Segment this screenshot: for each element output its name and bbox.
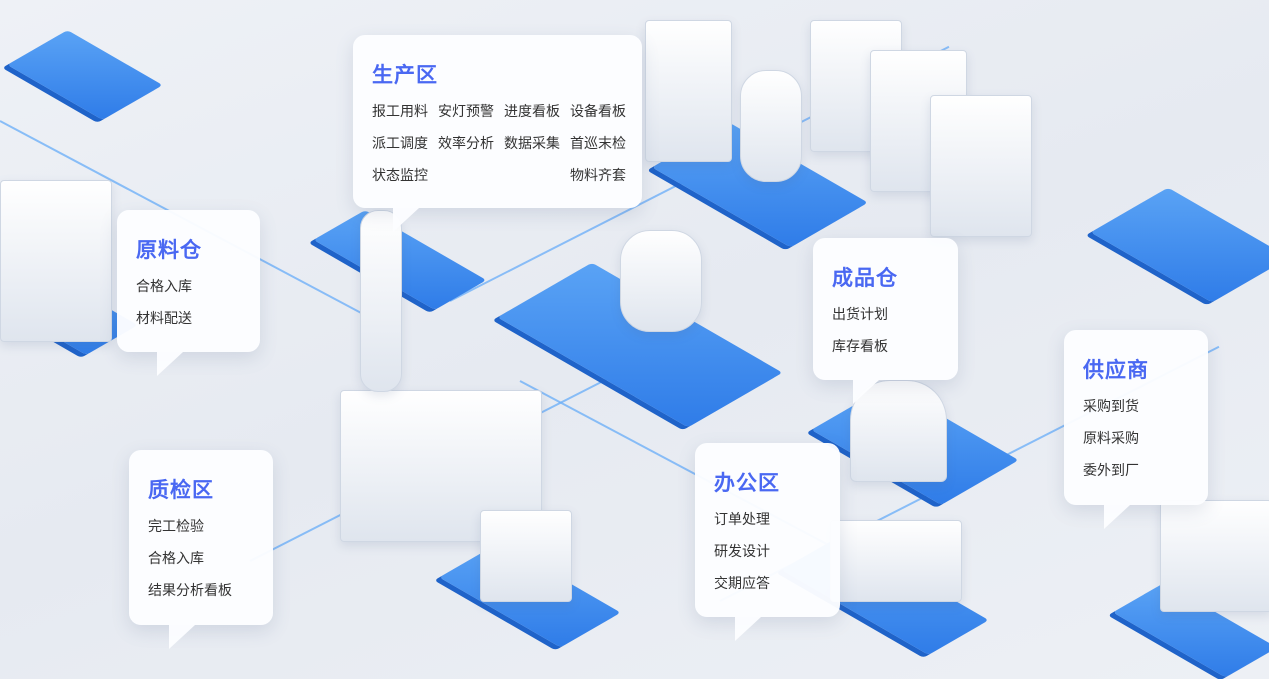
zone-title: 供应商 — [1083, 358, 1149, 382]
zone-card-production[interactable]: 生产区 报工用料 安灯预警 进度看板 设备看板 派工调度 效率分析 数据采集 首… — [353, 35, 642, 232]
menu-item[interactable]: 合格入库 — [136, 279, 192, 295]
menu-item[interactable]: 完工检验 — [148, 519, 204, 535]
zone-card-raw-warehouse[interactable]: 原料仓 合格入库 材料配送 — [117, 210, 260, 376]
zone-card-office[interactable]: 办公区 订单处理 研发设计 交期应答 — [695, 443, 840, 641]
zone-card-supplier[interactable]: 供应商 采购到货 原料采购 委外到厂 — [1064, 330, 1208, 529]
zone-title: 质检区 — [148, 478, 214, 502]
menu-item[interactable]: 派工调度 — [372, 136, 428, 152]
menu-item[interactable]: 状态监控 — [372, 168, 428, 184]
zone-title: 生产区 — [372, 63, 438, 87]
menu-item[interactable]: 原料采购 — [1083, 431, 1139, 447]
building — [480, 510, 572, 602]
menu-item[interactable]: 研发设计 — [714, 544, 770, 560]
menu-item[interactable]: 库存看板 — [832, 339, 888, 355]
empty-slot — [504, 160, 570, 192]
building — [1160, 500, 1269, 612]
zone-card-quality[interactable]: 质检区 完工检验 合格入库 结果分析看板 — [129, 450, 273, 649]
zone-title: 原料仓 — [136, 238, 202, 262]
robot-arm — [360, 210, 402, 392]
robot-arm — [740, 70, 802, 182]
menu-item[interactable]: 数据采集 — [504, 136, 560, 152]
menu-item[interactable]: 结果分析看板 — [148, 583, 232, 599]
menu-item[interactable]: 效率分析 — [438, 136, 494, 152]
menu-item[interactable]: 报工用料 — [372, 104, 428, 120]
building — [0, 180, 112, 342]
menu-item[interactable]: 设备看板 — [570, 104, 626, 120]
menu-item[interactable]: 订单处理 — [714, 512, 770, 528]
menu-item[interactable]: 物料齐套 — [570, 168, 626, 184]
building — [930, 95, 1032, 237]
menu-item[interactable]: 首巡末检 — [570, 136, 626, 152]
menu-item[interactable]: 交期应答 — [714, 576, 770, 592]
menu-item[interactable]: 安灯预警 — [438, 104, 494, 120]
building — [645, 20, 732, 162]
empty-slot — [438, 160, 504, 192]
menu-item[interactable]: 材料配送 — [136, 311, 192, 327]
menu-item[interactable]: 进度看板 — [504, 104, 560, 120]
menu-item[interactable]: 委外到厂 — [1083, 463, 1139, 479]
menu-item[interactable]: 出货计划 — [832, 307, 888, 323]
server-rack — [830, 520, 962, 602]
zone-title: 办公区 — [714, 471, 780, 495]
menu-item[interactable]: 合格入库 — [148, 551, 204, 567]
platform — [1090, 187, 1269, 303]
zone-card-finished-warehouse[interactable]: 成品仓 出货计划 库存看板 — [813, 238, 958, 404]
zone-title: 成品仓 — [832, 266, 898, 290]
menu-item[interactable]: 采购到货 — [1083, 399, 1139, 415]
robot-arm — [620, 230, 702, 332]
platform — [7, 30, 163, 120]
